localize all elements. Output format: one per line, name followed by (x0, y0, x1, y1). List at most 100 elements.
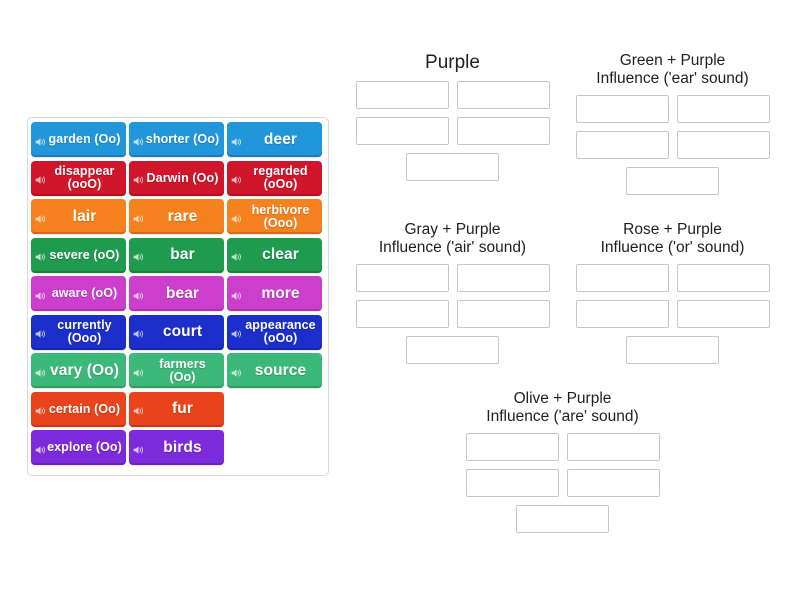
word-tile-label: rare (167, 207, 198, 225)
word-tile-label: certain (Oo) (48, 401, 121, 416)
word-tile-label: bear (165, 284, 200, 302)
word-tile[interactable]: garden (Oo) (31, 122, 126, 157)
word-tile[interactable]: vary (Oo) (31, 353, 126, 388)
tile-row: severe (oO) bar clear (31, 237, 325, 273)
word-tile[interactable]: regarded (oOo) (227, 160, 322, 196)
drop-slot-row (465, 504, 660, 533)
word-tile-label: clear (262, 246, 299, 264)
drop-slot[interactable] (575, 299, 669, 328)
word-tile[interactable]: shorter (Oo) (129, 122, 224, 157)
drop-slot[interactable] (456, 117, 550, 146)
drop-slot-row (355, 117, 550, 146)
drop-zone-green-purple[interactable]: Green + Purple Influence ('ear' sound) (575, 52, 770, 195)
drop-slot[interactable] (516, 504, 609, 533)
word-tile[interactable]: appearance (oOo) (227, 314, 322, 350)
drop-zone-title: Gray + Purple Influence ('air' sound) (378, 221, 527, 256)
drop-slot-row (575, 263, 770, 292)
drop-zone-olive-purple[interactable]: Olive + Purple Influence ('are' sound) (465, 390, 660, 533)
tile-row: vary (Oo) farmers (Oo) source (31, 353, 325, 388)
drop-zone-title: Rose + Purple Influence ('or' sound) (600, 221, 745, 256)
tile-row: aware (oO) bear more (31, 276, 325, 311)
drop-slot[interactable] (566, 432, 660, 461)
word-tile[interactable]: clear (227, 237, 322, 273)
word-tile-label: Darwin (Oo) (146, 170, 219, 185)
tile-row: certain (Oo) fur (31, 391, 325, 427)
word-tile[interactable]: more (227, 276, 322, 311)
word-tile-label: court (162, 323, 203, 341)
word-tile-label: farmers (Oo) (159, 356, 206, 384)
word-tile-label: bar (170, 246, 195, 264)
drop-slot[interactable] (355, 117, 449, 146)
drop-zone-rose-purple[interactable]: Rose + Purple Influence ('or' sound) (575, 221, 770, 364)
drop-zone-title: Olive + Purple Influence ('are' sound) (486, 390, 639, 425)
word-tile-label: garden (Oo) (48, 132, 121, 147)
word-tile[interactable]: Darwin (Oo) (129, 160, 224, 196)
drop-slot[interactable] (676, 299, 770, 328)
word-tile[interactable]: severe (oO) (31, 237, 126, 273)
word-tile[interactable]: bar (129, 237, 224, 273)
word-tile[interactable]: rare (129, 199, 224, 234)
word-tile-label: source (254, 361, 307, 379)
tile-row: disappear (ooO) Darwin (Oo) regarded (oOo) (31, 160, 325, 196)
word-tile[interactable]: court (129, 314, 224, 350)
word-tile[interactable]: fur (129, 391, 224, 427)
word-tile[interactable]: aware (oO) (31, 276, 126, 311)
drop-zone-title: Purple (425, 52, 480, 73)
word-tile-label: lair (72, 207, 97, 225)
word-tile-label: fur (172, 400, 193, 418)
drop-slot[interactable] (406, 335, 499, 364)
word-tile-label: more (261, 284, 300, 302)
word-tile[interactable]: deer (227, 122, 322, 157)
word-tile[interactable]: source (227, 353, 322, 388)
word-tile-label: vary (Oo) (50, 361, 119, 379)
word-tile[interactable]: lair (31, 199, 126, 234)
drop-slot[interactable] (626, 335, 719, 364)
drop-zone-purple[interactable]: Purple (355, 52, 550, 182)
drop-slot[interactable] (575, 130, 669, 159)
drop-slot-row (355, 335, 550, 364)
drop-slot-row (355, 153, 550, 182)
tile-row: explore (Oo)birds (31, 430, 325, 465)
drop-slot[interactable] (465, 432, 559, 461)
drop-slot-row (575, 94, 770, 123)
drop-slot[interactable] (456, 299, 550, 328)
word-tile-tray[interactable]: garden (Oo) shorter (Oo) deer disappear (oo… (27, 117, 329, 476)
drop-slot-row (355, 299, 550, 328)
drop-slot[interactable] (676, 130, 770, 159)
drop-slot[interactable] (456, 263, 550, 292)
word-tile-label: deer (263, 130, 298, 148)
drop-slot-row (575, 335, 770, 364)
word-tile[interactable]: certain (Oo) (31, 391, 126, 427)
drop-slot-row (465, 468, 660, 497)
drop-slot-row (355, 263, 550, 292)
drop-slot[interactable] (406, 153, 499, 182)
drop-zone-title: Green + Purple Influence ('ear' sound) (596, 52, 749, 87)
drop-slot[interactable] (575, 263, 669, 292)
word-tile[interactable]: disappear (ooO) (31, 160, 126, 196)
drop-slot-row (575, 130, 770, 159)
drop-slot-row (465, 432, 660, 461)
drop-slot[interactable] (355, 299, 449, 328)
drop-slot-row (575, 299, 770, 328)
word-tile-label: disappear (ooO) (54, 164, 115, 191)
word-tile-label: aware (oO) (51, 286, 118, 301)
drop-zone-gray-purple[interactable]: Gray + Purple Influence ('air' sound) (355, 221, 550, 364)
drop-slot[interactable] (626, 166, 719, 195)
drop-slot[interactable] (575, 94, 669, 123)
word-tile-label: shorter (Oo) (145, 132, 220, 147)
drop-slot-row (355, 81, 550, 110)
drop-slot[interactable] (456, 81, 550, 110)
word-tile-label: regarded (oOo) (253, 164, 308, 191)
drop-slot[interactable] (465, 468, 559, 497)
word-tile[interactable]: herbivore (Ooo) (227, 199, 322, 234)
drop-slot[interactable] (676, 263, 770, 292)
drop-slot[interactable] (676, 94, 770, 123)
drop-slot[interactable] (355, 263, 449, 292)
drop-slot[interactable] (566, 468, 660, 497)
tile-row: lair rare herbivore (Ooo) (31, 199, 325, 234)
word-tile[interactable]: explore (Oo) (31, 430, 126, 465)
drop-slot[interactable] (355, 81, 449, 110)
word-tile[interactable]: farmers (Oo) (129, 353, 224, 388)
word-tile-label: currently (Ooo) (57, 318, 112, 345)
